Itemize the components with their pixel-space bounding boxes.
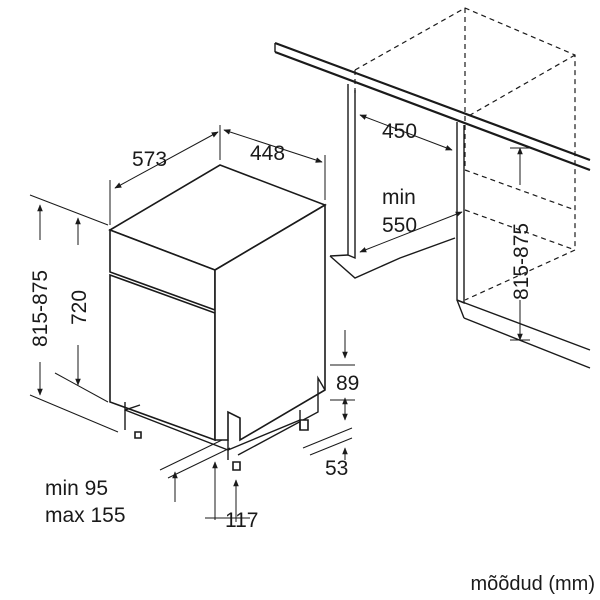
installation-niche <box>274 7 591 369</box>
worktop <box>274 41 591 162</box>
label-niche-550: 550 <box>382 214 417 237</box>
dimension-labels: 573 448 815-875 720 450 min 550 815-875 … <box>29 120 595 595</box>
dishwasher-body <box>108 164 327 471</box>
label-depth-573: 573 <box>132 148 167 171</box>
label-niche-min: min <box>382 186 416 209</box>
label-feet-117: 117 <box>225 509 258 532</box>
dimension-lines <box>29 125 355 522</box>
cabinet-left-wall <box>347 84 356 260</box>
foot-front-left <box>134 431 142 439</box>
label-plinth-89: 89 <box>336 372 359 395</box>
label-body-height-720: 720 <box>68 290 91 325</box>
label-width-448: 448 <box>250 142 285 165</box>
label-min-95: min 95 <box>45 477 108 500</box>
unit-note: mõõdud (mm) <box>471 573 595 595</box>
label-niche-height: 815-875 <box>510 223 533 300</box>
label-niche-450: 450 <box>382 120 417 143</box>
foot-back-right <box>299 419 309 431</box>
niche-outline-dashed <box>354 7 576 301</box>
label-max-155: max 155 <box>45 504 126 527</box>
side-face <box>214 203 326 442</box>
foot-front-right <box>232 461 241 471</box>
label-total-height: 815-875 <box>29 270 52 347</box>
label-53: 53 <box>325 457 348 480</box>
